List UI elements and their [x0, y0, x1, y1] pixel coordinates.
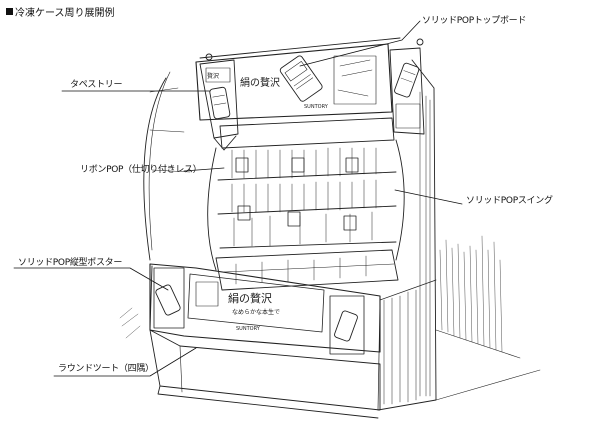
ribbon-tag-4 [237, 205, 251, 221]
ribbon-pop-tags [235, 157, 359, 231]
case-left-lines [149, 87, 191, 173]
hanger-right [416, 38, 424, 46]
lower-main-text: 絹の贅沢 [228, 291, 272, 305]
top-header-board: 絹の贅沢 SUNTORY [195, 37, 424, 121]
label-pop-swing: ソリッドPOPスイング [466, 196, 553, 206]
shelf-unit [207, 117, 405, 271]
header-logo-text: SUNTORY [304, 104, 329, 110]
leader-pop-swing [394, 189, 463, 205]
ribbon-tag-6 [343, 215, 357, 231]
label-top-board: ソリッドPOPトップボード [422, 16, 527, 26]
bottom-front-panel: 絹の贅沢 なめらかな本生で SUNTORY [149, 263, 381, 355]
bottom-poster-left [153, 267, 185, 329]
ribbon-tag-2 [291, 157, 305, 173]
left-hatching [119, 307, 141, 339]
header-can-illustration [279, 55, 323, 102]
right-tapestry [389, 47, 425, 135]
label-bottom-poster: ソリッドPOP縦型ポスター [18, 258, 123, 268]
title-square-bullet [6, 8, 13, 15]
freezer-well [215, 249, 399, 291]
left-tapestry: 贅沢 [199, 59, 239, 151]
tapestry-brand-text: 贅沢 [207, 72, 219, 80]
bottom-poster-right [329, 295, 365, 355]
callout-leaders [13, 20, 463, 377]
leader-bottom-poster [13, 267, 169, 291]
title-text: 冷凍ケース周り展開例 [15, 8, 115, 19]
base-counter [149, 329, 381, 419]
lower-sub-text: なめらかな本生で [232, 308, 280, 316]
ribbon-tag-1 [235, 157, 249, 173]
diagram-title: 冷凍ケース周り展開例 [6, 4, 115, 19]
header-main-text: 絹の贅沢 [240, 76, 280, 89]
hanger-left [205, 53, 213, 61]
shadow-hatching [435, 235, 541, 401]
case-left-arc-inner [148, 71, 171, 251]
leader-ribbon-pop [183, 167, 225, 172]
lower-logo-text: SUNTORY [236, 326, 261, 332]
label-tapestry: タペストリー [70, 80, 123, 90]
ribbon-tag-3 [345, 157, 359, 173]
ribbon-tag-5 [287, 211, 301, 227]
label-ribbon-pop: リボンPOP（仕切り付きレス） [80, 165, 202, 175]
label-counter: ラウンドツート（四隅） [58, 364, 154, 374]
leader-counter [53, 347, 197, 377]
leader-top-board [299, 20, 421, 67]
case-left-arc [143, 77, 167, 261]
